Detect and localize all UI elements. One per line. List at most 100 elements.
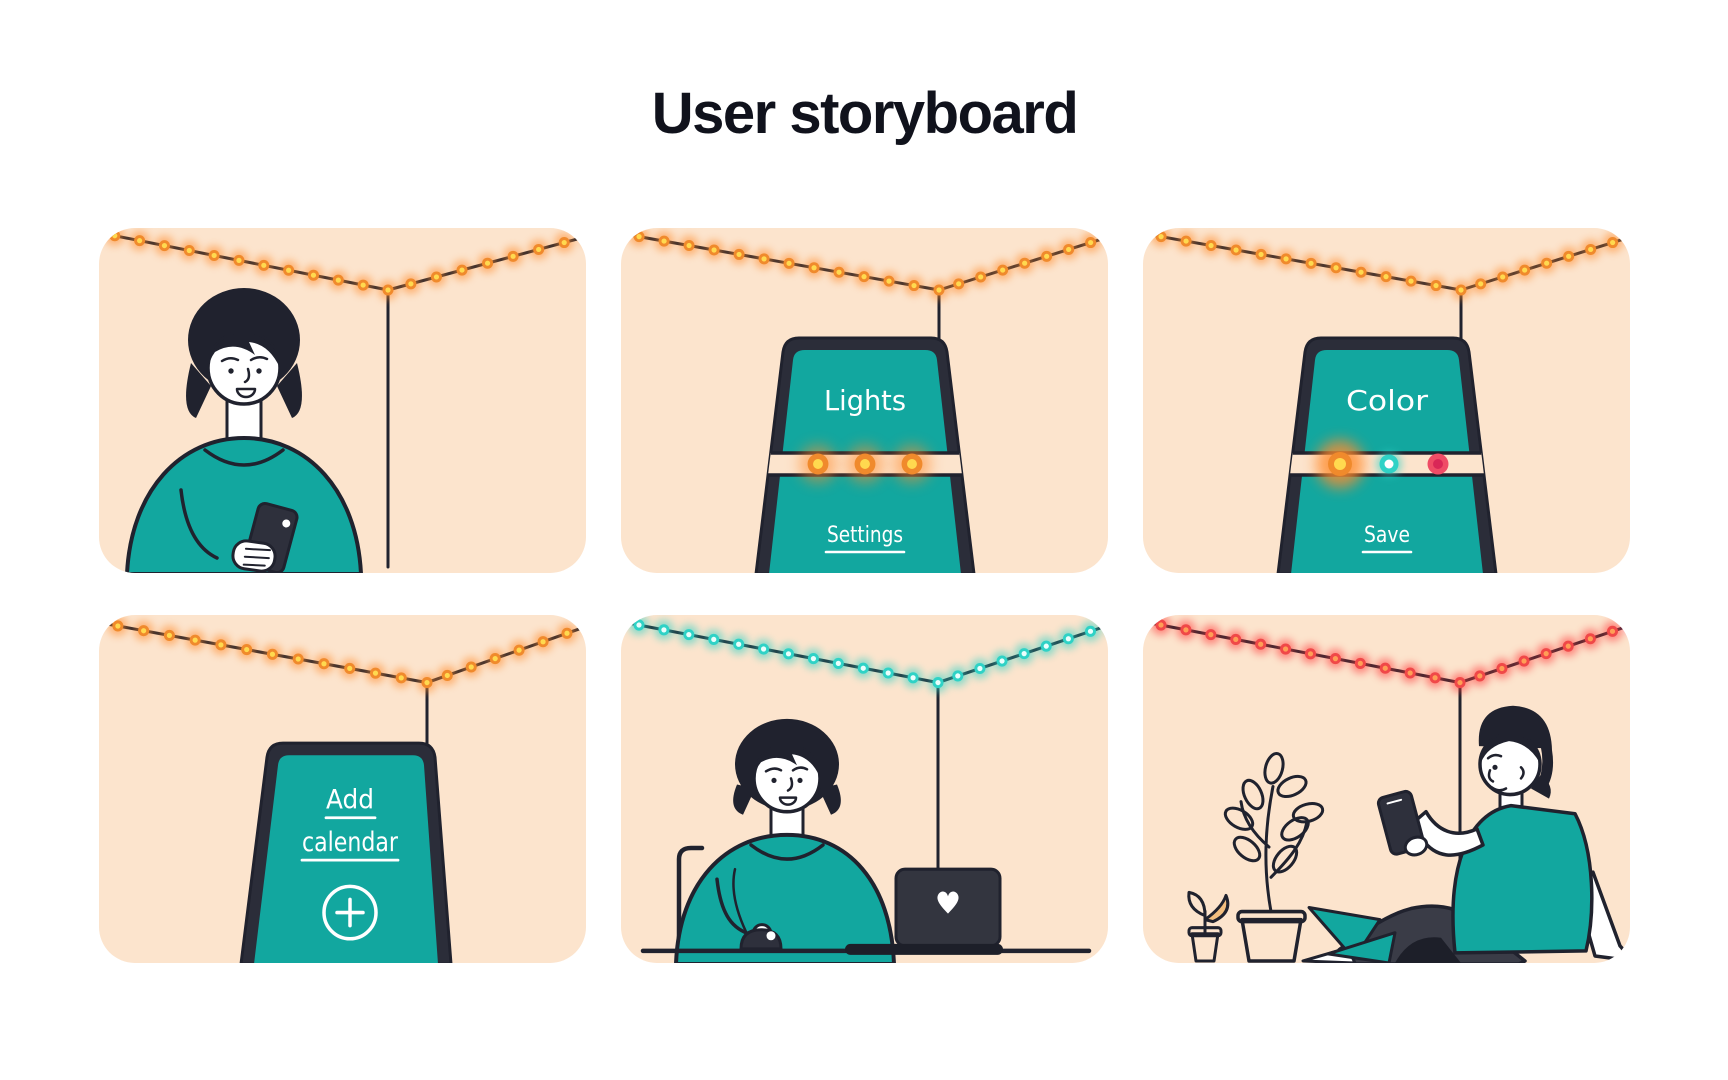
light-bulb — [236, 639, 257, 660]
chair-back — [676, 845, 705, 954]
svg-text:Settings: Settings — [827, 523, 903, 548]
light-bulb — [904, 275, 925, 296]
string-lights — [99, 615, 586, 693]
light-bulb — [485, 648, 506, 669]
light-bulb — [704, 239, 725, 260]
light-bulb — [879, 271, 900, 292]
light-bulb — [1580, 628, 1601, 649]
light-bulb — [1102, 228, 1108, 245]
string-lights — [1143, 228, 1630, 300]
light-bulb — [1151, 228, 1172, 247]
light-bulb — [437, 665, 458, 686]
scene-phone-add-calendar-screen: Add calendar — [99, 615, 586, 963]
light-bulb — [1492, 266, 1513, 287]
light-bulb — [1036, 246, 1057, 267]
light-bulb — [948, 273, 969, 294]
light-bulb — [339, 658, 360, 679]
light-bulb — [179, 240, 200, 261]
light-bulb — [1058, 628, 1079, 649]
svg-text:calendar: calendar — [302, 828, 398, 858]
svg-text:Add: Add — [326, 786, 374, 816]
light-bulb — [1375, 658, 1396, 679]
light-bulb — [1250, 634, 1271, 655]
light-bulb — [417, 672, 437, 693]
screen-title: Color — [1346, 384, 1429, 417]
light-bulb — [185, 630, 206, 651]
color-swatch-teal — [1376, 451, 1402, 477]
light-bulb — [1426, 275, 1447, 296]
settings-link: Settings — [824, 523, 906, 554]
light-bulb — [228, 250, 249, 271]
light-bulb — [303, 265, 324, 286]
light-bulb — [391, 667, 412, 688]
light-bulb — [629, 615, 649, 636]
light-bulb — [653, 619, 674, 640]
light-bulb — [1014, 253, 1035, 274]
scene-woman-at-desk — [621, 615, 1108, 963]
light-bulb — [1300, 643, 1321, 664]
light-bulb — [1351, 262, 1372, 283]
light-bulb — [970, 266, 991, 287]
scene-person-relaxing — [1143, 615, 1630, 963]
light-bulb — [804, 257, 825, 278]
light-bulb — [654, 231, 675, 252]
light-bulb — [1401, 271, 1422, 292]
string-lights — [621, 615, 1108, 693]
light-bulb — [1624, 228, 1630, 245]
light-bulb — [1058, 239, 1079, 260]
light-bulb — [1514, 260, 1535, 281]
light-bulb — [1175, 619, 1196, 640]
light-bulb — [104, 228, 125, 246]
screen-title: Lights — [824, 384, 906, 417]
light-strip — [768, 445, 962, 483]
light-bulb — [400, 273, 421, 294]
light-bulb — [477, 253, 498, 274]
light-bulb — [969, 658, 990, 679]
light-bulb — [878, 662, 899, 684]
light-bulb — [846, 445, 884, 483]
light-bulb — [1151, 615, 1171, 636]
light-bulb — [554, 232, 575, 253]
light-bulb — [703, 629, 724, 650]
light-bulb — [1580, 239, 1601, 260]
plus-icon — [322, 884, 378, 941]
light-bulb — [580, 616, 586, 634]
light-bulb — [1536, 253, 1557, 274]
light-bulb — [528, 239, 549, 260]
light-bulb — [210, 634, 231, 655]
light-bulb — [1376, 266, 1397, 287]
light-bulb — [929, 280, 949, 300]
light-bulb — [728, 634, 749, 655]
light-bulb — [803, 648, 824, 669]
light-bulb — [353, 275, 374, 296]
color-swatch-orange-selected — [1316, 440, 1364, 488]
light-bulb — [1036, 636, 1057, 657]
light-bulb — [1275, 638, 1296, 660]
small-potted-plant — [1187, 890, 1230, 963]
light-bulb — [778, 643, 799, 664]
light-bulb — [503, 246, 524, 267]
light-bulb — [556, 623, 577, 644]
light-bulb — [779, 253, 800, 274]
page-title: User storyboard — [651, 81, 1079, 146]
light-bulb — [893, 445, 931, 483]
light-bulb — [1451, 280, 1471, 300]
laptop — [845, 867, 1003, 955]
light-bulb — [629, 228, 650, 247]
light-bulb — [509, 640, 530, 661]
add-calendar-label: Add calendar — [300, 786, 400, 862]
light-bulb — [1325, 648, 1346, 669]
light-bulb — [129, 230, 150, 251]
light-bulb — [1176, 231, 1197, 252]
light-bulb — [903, 667, 924, 688]
light-bulb — [1226, 239, 1247, 260]
torso — [1451, 803, 1594, 955]
string-lights — [99, 228, 586, 300]
light-bulb — [154, 235, 175, 256]
save-link: Save — [1361, 523, 1413, 554]
light-bulb — [1225, 629, 1246, 650]
light-bulb — [1200, 624, 1221, 645]
light-bulb — [992, 260, 1013, 281]
light-bulb — [204, 245, 225, 266]
light-bulb — [461, 656, 482, 678]
